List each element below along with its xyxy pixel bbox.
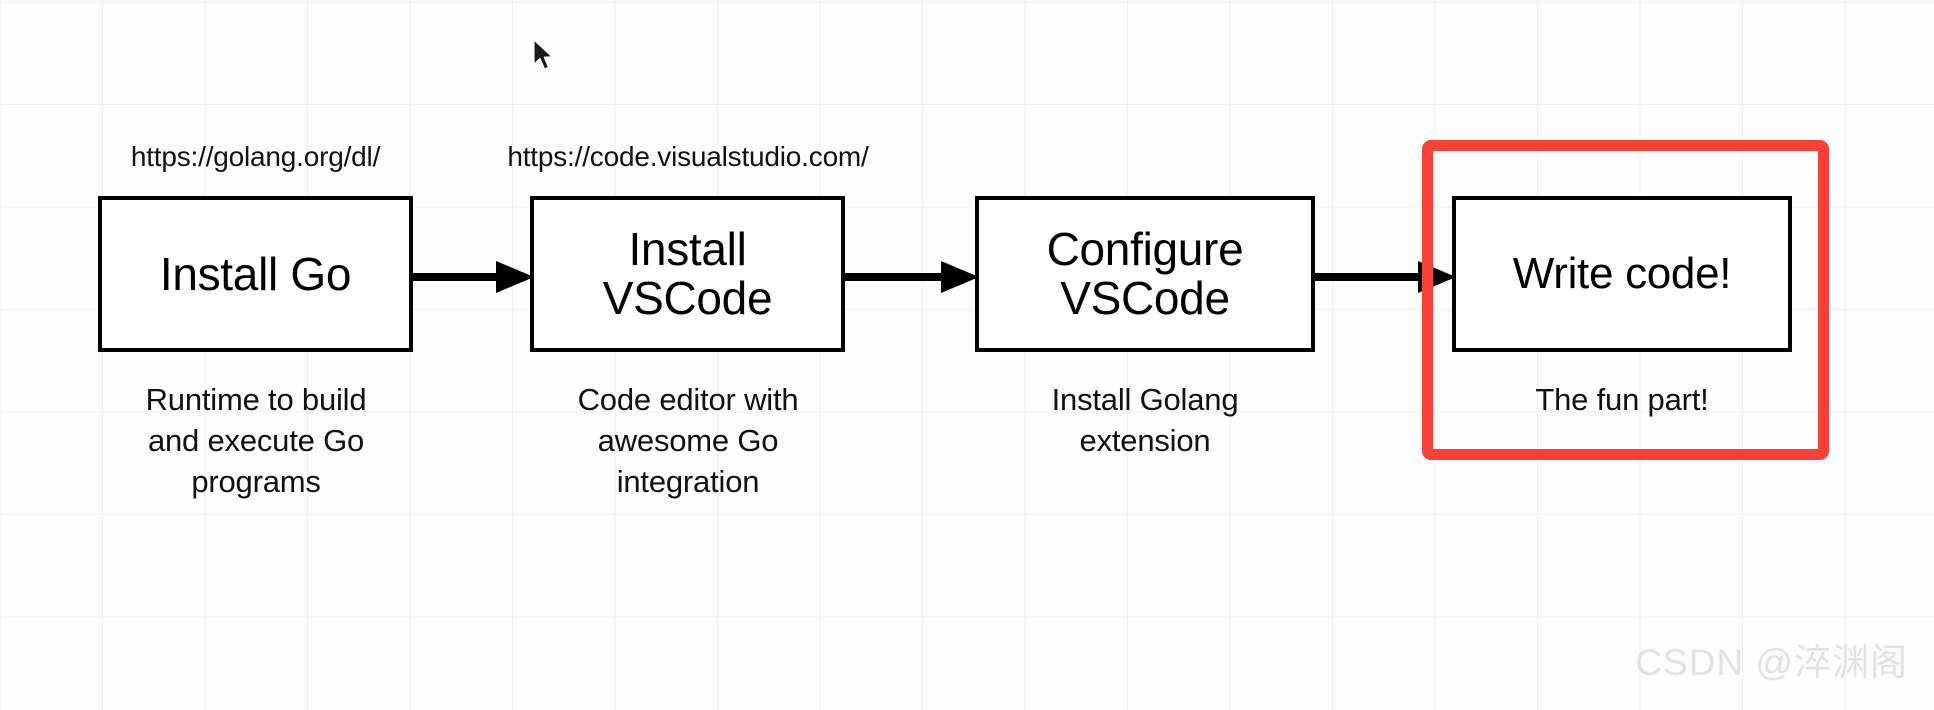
- flow-node-label: Install Go: [159, 247, 352, 300]
- url-label-install-go: https://golang.org/dl/: [130, 141, 381, 172]
- caption-install-go: Runtime to build and execute Go programs: [145, 382, 367, 499]
- arrow-right-icon: [843, 261, 979, 293]
- caption-configure-vscode: Install Golang extension: [1051, 382, 1239, 458]
- arrow-right-icon: [1313, 261, 1456, 293]
- caption-install-vscode: Code editor with awesome Go integration: [577, 382, 799, 499]
- csdn-watermark: CSDN @淬渊阁: [1635, 642, 1908, 683]
- flow-node-install-vscode[interactable]: Install VSCode: [530, 196, 845, 352]
- flow-node-label: Install VSCode: [602, 223, 773, 324]
- flow-node-write-code[interactable]: Write code!: [1452, 196, 1792, 352]
- flow-node-install-go[interactable]: Install Go: [98, 196, 413, 352]
- flow-node-label: Write code!: [1512, 248, 1732, 298]
- arrow-right-icon: [410, 261, 534, 293]
- url-label-install-vscode: https://code.visualstudio.com/: [507, 141, 869, 172]
- flow-node-label: Configure VSCode: [1046, 223, 1244, 324]
- mouse-pointer-icon: [533, 39, 553, 70]
- flow-node-configure-vscode[interactable]: Configure VSCode: [975, 196, 1315, 352]
- caption-write-code: The fun part!: [1535, 382, 1709, 417]
